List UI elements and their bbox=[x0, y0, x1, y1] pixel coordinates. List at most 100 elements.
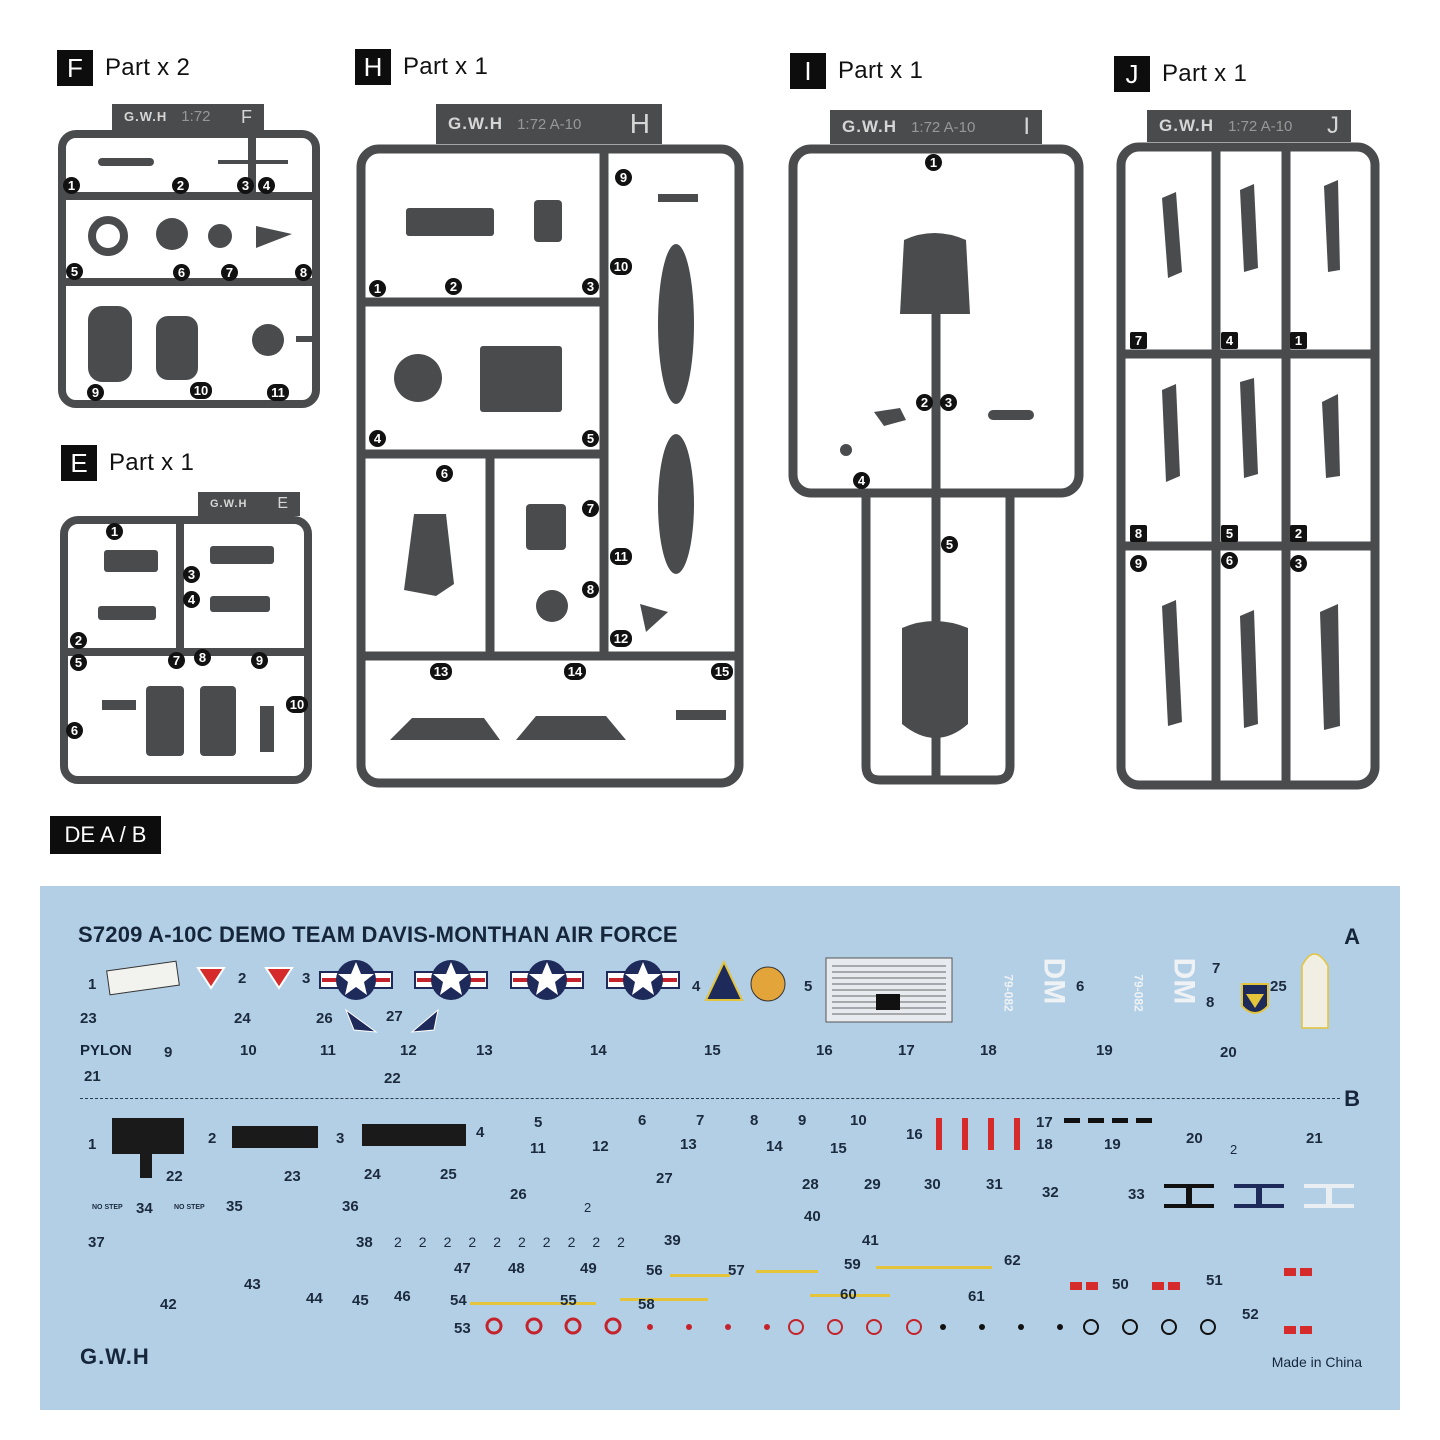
decal-num: 22 bbox=[166, 1168, 183, 1185]
decal-num: 38 bbox=[356, 1234, 373, 1251]
decal-num: 62 bbox=[1004, 1252, 1021, 1269]
decal-num: 13 bbox=[476, 1042, 493, 1059]
sprue-j bbox=[1116, 142, 1380, 790]
part-num: 11 bbox=[610, 548, 632, 565]
decal-two-small: 2 bbox=[584, 1200, 592, 1215]
decal-num: 7 bbox=[696, 1112, 705, 1129]
part-num: 10 bbox=[610, 258, 632, 275]
decal-num: 7 bbox=[1212, 960, 1221, 977]
decal-num: 53 bbox=[454, 1320, 471, 1337]
part-num: 7 bbox=[582, 500, 599, 517]
sprue-e-count: Part x 1 bbox=[109, 449, 195, 476]
part-num: 2 bbox=[916, 394, 933, 411]
decal-num: 57 bbox=[728, 1262, 745, 1279]
decal-num: 27 bbox=[656, 1170, 673, 1187]
pylon-label: PYLON bbox=[80, 1042, 132, 1059]
part-num: 1 bbox=[1290, 332, 1307, 349]
decal-sheet: S7209 A-10C DEMO TEAM DAVIS-MONTHAN AIR … bbox=[40, 886, 1400, 1410]
decal-num: 15 bbox=[704, 1042, 721, 1059]
decal-num: 42 bbox=[160, 1296, 177, 1313]
part-num: 4 bbox=[853, 472, 870, 489]
part-num: 13 bbox=[430, 663, 452, 680]
decal-num: 14 bbox=[590, 1042, 607, 1059]
part-num: 9 bbox=[87, 384, 104, 401]
sprue-f-letter: F bbox=[57, 50, 93, 86]
decal-num: 10 bbox=[240, 1042, 257, 1059]
sprue-f-count: Part x 2 bbox=[105, 54, 191, 81]
part-num: 7 bbox=[221, 264, 238, 281]
decal-num: 59 bbox=[844, 1256, 861, 1273]
tail-code-2: DM bbox=[1167, 957, 1201, 1005]
part-num: 6 bbox=[1221, 552, 1238, 569]
decal-num: 32 bbox=[1042, 1184, 1059, 1201]
decal-num: 18 bbox=[980, 1042, 997, 1059]
part-num: 4 bbox=[1221, 332, 1238, 349]
sprue-e-letter: E bbox=[61, 445, 97, 481]
decal-num: 39 bbox=[664, 1232, 681, 1249]
part-num: 15 bbox=[711, 663, 733, 680]
sprue-j-header: J Part x 1 bbox=[1114, 55, 1247, 93]
decal-num: 8 bbox=[1206, 994, 1215, 1011]
part-num: 14 bbox=[564, 663, 586, 680]
decal-num: 47 bbox=[454, 1260, 471, 1277]
sprue-h-letter: H bbox=[355, 49, 391, 85]
decal-num: 6 bbox=[638, 1112, 647, 1129]
decal-num: 24 bbox=[364, 1166, 381, 1183]
decal-num: 29 bbox=[864, 1176, 881, 1193]
decal-num: 36 bbox=[342, 1198, 359, 1215]
part-num: 9 bbox=[615, 169, 632, 186]
decal-sheet-title: S7209 A-10C DEMO TEAM DAVIS-MONTHAN AIR … bbox=[78, 922, 678, 947]
decal-num: 20 bbox=[1186, 1130, 1203, 1147]
part-num: 2 bbox=[172, 177, 189, 194]
part-num: 5 bbox=[70, 654, 87, 671]
decal-num: 17 bbox=[1036, 1114, 1053, 1131]
decal-num: 43 bbox=[244, 1276, 261, 1293]
decal-num: 54 bbox=[450, 1292, 467, 1309]
decal-num: 44 bbox=[306, 1290, 323, 1307]
part-num: 3 bbox=[237, 177, 254, 194]
part-num: 2 bbox=[445, 278, 462, 295]
part-num: 10 bbox=[190, 382, 212, 399]
part-num: 3 bbox=[582, 278, 599, 295]
part-num: 6 bbox=[436, 465, 453, 482]
decal-num: 25 bbox=[440, 1166, 457, 1183]
part-num: 2 bbox=[1290, 525, 1307, 542]
decal-num: 2 bbox=[208, 1130, 217, 1147]
decal-artwork bbox=[106, 953, 1354, 1335]
part-num: 1 bbox=[63, 177, 80, 194]
decal-num: 1 bbox=[88, 976, 97, 993]
decal-num: 2 bbox=[238, 970, 247, 987]
decal-num: 6 bbox=[1076, 978, 1085, 995]
decal-num: 10 bbox=[850, 1112, 867, 1129]
decal-num: 11 bbox=[320, 1042, 336, 1059]
tail-code-1: DM bbox=[1037, 957, 1071, 1005]
part-num: 4 bbox=[369, 430, 386, 447]
decal-num: 16 bbox=[906, 1126, 923, 1143]
section-a-label: A bbox=[1344, 924, 1360, 949]
sprue-e-header: E Part x 1 bbox=[61, 444, 194, 482]
part-num: 11 bbox=[267, 384, 289, 401]
sprue-f-header: F Part x 2 bbox=[57, 49, 190, 87]
made-in-label: Made in China bbox=[1271, 1354, 1362, 1370]
decal-num: 50 bbox=[1112, 1276, 1129, 1293]
part-num: 5 bbox=[941, 536, 958, 553]
decal-num: 5 bbox=[804, 978, 813, 995]
decal-num: 14 bbox=[766, 1138, 783, 1155]
sprue-h-count: Part x 1 bbox=[403, 53, 489, 80]
part-num: 10 bbox=[286, 696, 308, 713]
part-num: 1 bbox=[369, 280, 386, 297]
part-num: 1 bbox=[925, 154, 942, 171]
sprue-i-count: Part x 1 bbox=[838, 57, 924, 84]
decal-num: 56 bbox=[646, 1262, 663, 1279]
decal-num: 4 bbox=[692, 978, 701, 995]
decal-num: 23 bbox=[80, 1010, 97, 1027]
sprue-j-letter: J bbox=[1114, 56, 1150, 92]
decal-num: 28 bbox=[802, 1176, 819, 1193]
part-num: 8 bbox=[194, 649, 211, 666]
decal-num: 26 bbox=[510, 1186, 527, 1203]
decal-num: 37 bbox=[88, 1234, 105, 1251]
decal-num: 1 bbox=[88, 1136, 97, 1153]
